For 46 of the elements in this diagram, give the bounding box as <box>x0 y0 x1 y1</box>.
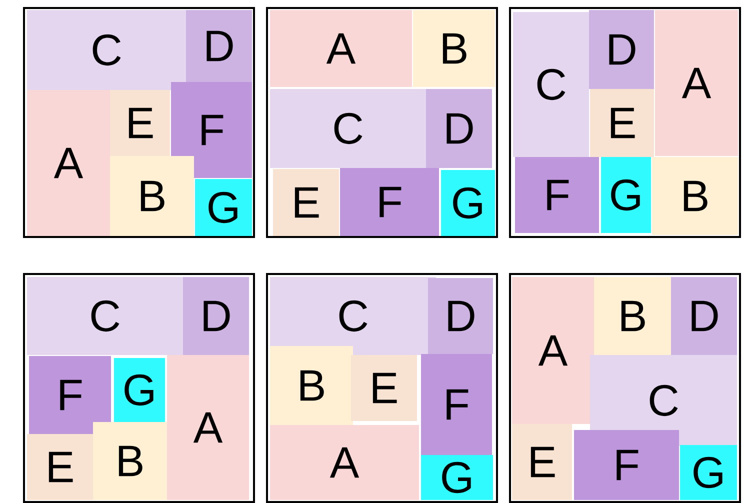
tile: D <box>183 277 249 355</box>
tile: E <box>590 89 654 157</box>
tile: B <box>652 157 738 235</box>
tile: A <box>167 355 249 500</box>
tile: B <box>110 156 194 236</box>
tile: C <box>27 10 186 90</box>
tile: G <box>680 445 738 500</box>
tile: D <box>428 278 493 354</box>
tile: C <box>270 89 426 168</box>
tile: A <box>655 10 738 156</box>
tile: A <box>512 277 594 424</box>
tile: E <box>27 434 93 500</box>
tile: F <box>340 168 439 236</box>
tile: A <box>27 90 110 236</box>
tile: F <box>171 82 252 178</box>
tile: B <box>594 277 671 355</box>
tile: G <box>114 358 165 422</box>
tile: D <box>589 10 654 89</box>
tile: G <box>195 179 252 236</box>
tile: G <box>441 170 495 236</box>
tile: F <box>515 157 599 233</box>
tile: F <box>29 356 111 434</box>
panel-frame <box>23 273 255 503</box>
tile: E <box>273 169 339 236</box>
tile: B <box>413 10 495 87</box>
panel-frame <box>509 273 742 503</box>
panel-frame <box>266 7 498 238</box>
tile: E <box>351 355 417 421</box>
panel-frame <box>509 7 742 238</box>
tile: A <box>270 10 412 87</box>
tile: C <box>27 277 183 355</box>
tile: D <box>426 89 492 168</box>
tile: G <box>601 157 651 233</box>
tile: C <box>513 12 589 157</box>
panel-frame <box>266 273 498 503</box>
tile: B <box>93 422 167 500</box>
tile: D <box>186 10 252 82</box>
tile: B <box>270 346 353 425</box>
tile: F <box>421 354 492 455</box>
tile: D <box>671 277 738 355</box>
panel-frame <box>23 7 255 238</box>
tile: E <box>512 424 572 500</box>
tile: G <box>421 455 493 500</box>
tile: E <box>110 90 170 156</box>
tile: A <box>270 425 419 500</box>
tile: F <box>574 430 679 500</box>
